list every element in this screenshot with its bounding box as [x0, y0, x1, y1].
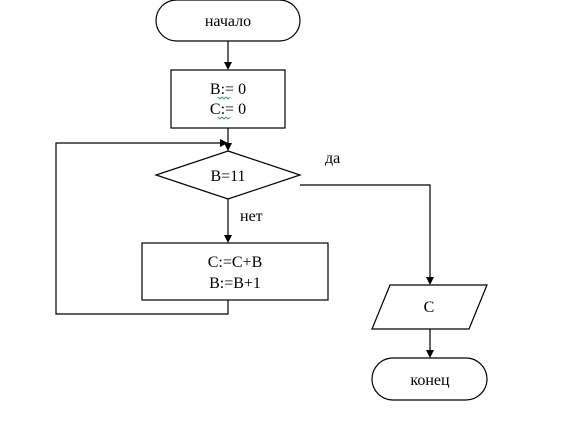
arrow-start-to-init [224, 41, 232, 70]
loop-back-connector [55, 139, 229, 315]
start-terminator: начало [155, 0, 301, 42]
yes-branch-label: да [325, 150, 340, 167]
arrow-output-to-end [426, 329, 434, 358]
output-label: C [424, 299, 435, 316]
condition-label: B=11 [210, 168, 245, 185]
no-branch-connector [224, 199, 232, 243]
output-parallelogram: C [371, 284, 488, 330]
spellcheck-underline [217, 116, 231, 120]
arrow-init-to-decision [224, 128, 232, 151]
yes-branch-connector [300, 184, 434, 285]
start-label: начало [205, 13, 251, 30]
loop-body-line-2: B:=B+1 [209, 275, 261, 292]
init-process-box: B:= 0 C:= 0 [170, 69, 286, 129]
loop-body-process-box: C:=C+B B:=B+1 [141, 242, 329, 301]
init-line-1: B:= 0 [210, 81, 246, 98]
no-branch-label: нет [240, 208, 263, 225]
spellcheck-underline [217, 96, 231, 100]
end-label: конец [410, 372, 450, 389]
decision-diamond: B=11 [154, 150, 302, 200]
loop-body-line-1: C:=C+B [208, 254, 263, 271]
init-line-2: C:= 0 [210, 101, 246, 118]
end-terminator: конец [371, 357, 488, 401]
